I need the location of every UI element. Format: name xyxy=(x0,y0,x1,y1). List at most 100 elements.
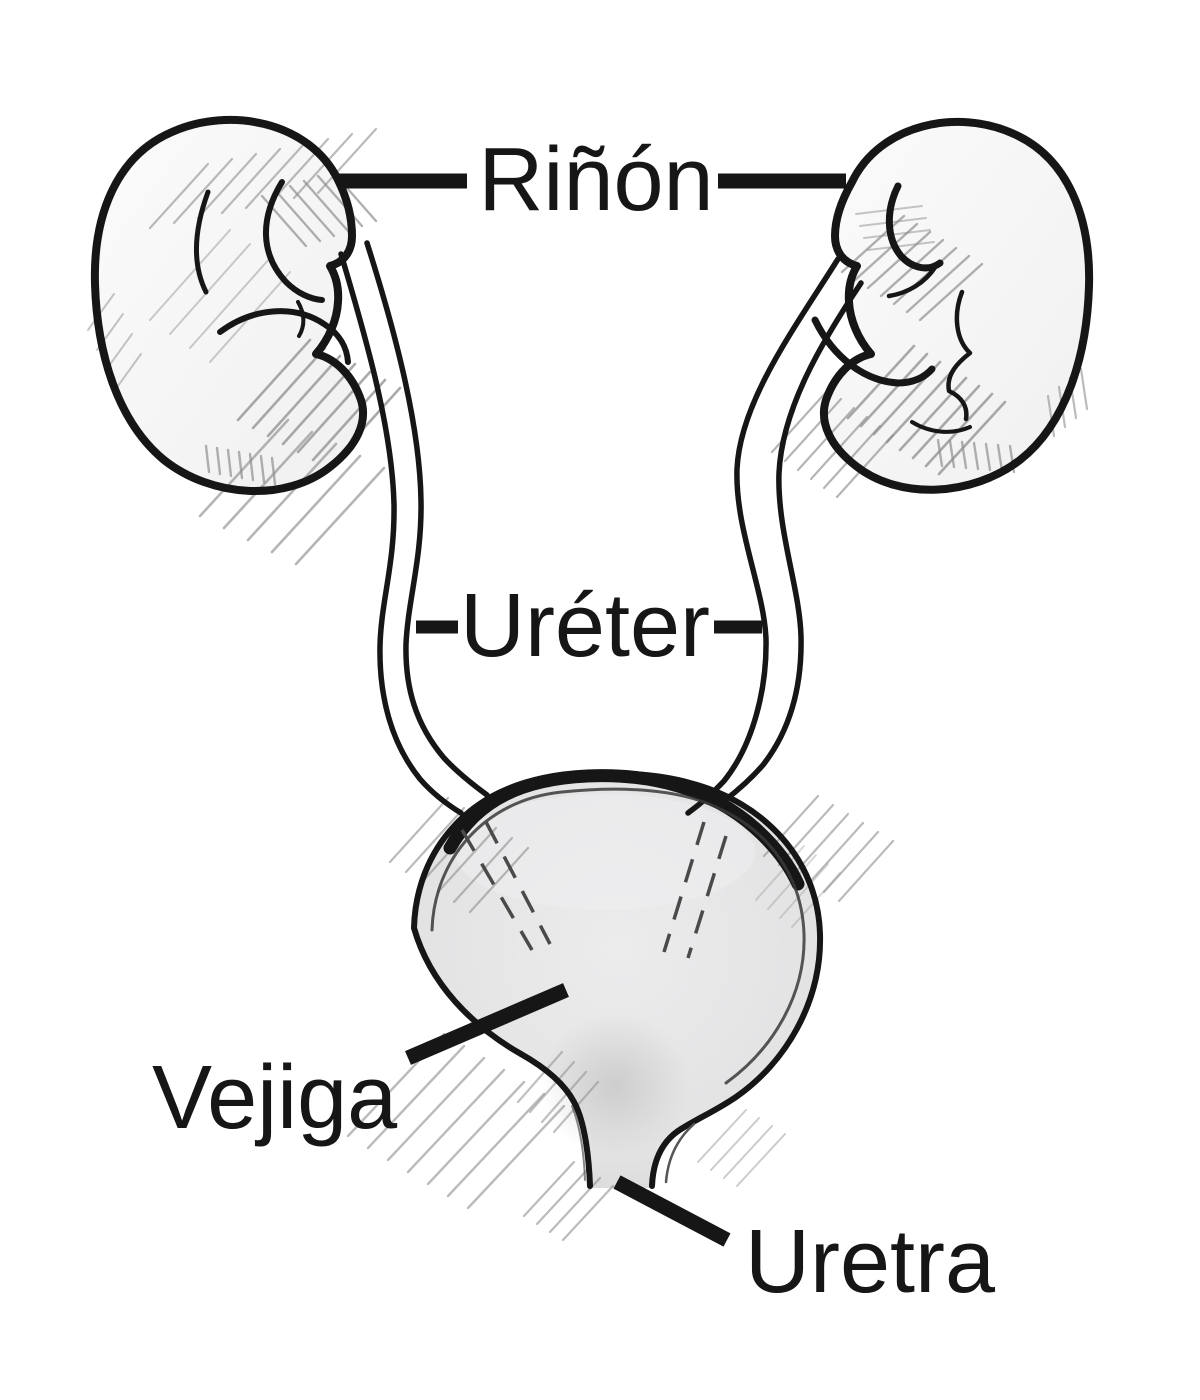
pencil-hatch-stroke xyxy=(148,162,210,230)
pencil-hatch-stroke xyxy=(936,438,944,468)
right-kidney-pelvis-hook xyxy=(885,182,944,272)
pencil-hatch-stroke xyxy=(237,450,244,480)
pencil-hatch-stroke xyxy=(244,142,306,210)
pencil-hatch-stroke xyxy=(996,443,1004,473)
pencil-hatch-stroke xyxy=(388,796,450,864)
pencil-hatch-stroke xyxy=(149,229,231,321)
urethra-label: Uretra xyxy=(745,1212,996,1312)
pencil-hatch-stroke xyxy=(723,1125,773,1179)
left-ureter-dashed-continuation-2 xyxy=(484,821,552,945)
pencil-hatch-stroke xyxy=(918,262,984,322)
right-kidney-lower-lobe-line xyxy=(811,316,936,387)
pencil-hatch-stroke xyxy=(859,352,929,428)
left-kidney-detail-line xyxy=(296,300,306,338)
urethra-right-wall xyxy=(649,1128,681,1189)
bladder-leader xyxy=(405,983,569,1065)
pencil-hatch-stroke xyxy=(274,189,322,243)
pencil-hatch-stroke xyxy=(867,241,935,251)
pencil-hatch-stroke xyxy=(783,397,843,463)
pencil-hatch-stroke xyxy=(516,1050,564,1104)
urethra-left-wall xyxy=(518,1051,593,1189)
left-ureter-outer-line xyxy=(338,251,464,816)
pencil-hatch-stroke xyxy=(189,257,271,349)
pencil-hatch-stroke xyxy=(446,1092,546,1198)
pencil-hatch-stroke xyxy=(246,442,338,542)
pencil-hatch-stroke xyxy=(226,448,233,478)
pencil-hatch-stroke xyxy=(796,406,856,472)
pencil-hatch-stroke xyxy=(288,184,336,238)
bladder-inner-wall xyxy=(430,787,806,1085)
pencil-hatch-stroke xyxy=(292,132,354,200)
pencil-hatch-stroke xyxy=(236,338,312,422)
right-kidney-calyx-squiggle xyxy=(946,289,973,422)
right-ureter xyxy=(685,256,864,816)
pencil-hatch-stroke xyxy=(87,293,115,331)
annotation-layer: Riñón Uréter Vejiga Uretra xyxy=(152,130,996,1312)
pencil-hatch-stroke xyxy=(281,362,357,446)
pencil-hatch-stroke xyxy=(436,826,498,894)
pencil-hatch-stroke xyxy=(807,821,865,885)
left-ureter xyxy=(338,240,490,816)
bladder-top-rim xyxy=(443,769,805,891)
pencil-hatch-stroke xyxy=(426,1080,526,1186)
pencil-hatch-stroke xyxy=(366,1044,466,1150)
pencil-hatch-stroke xyxy=(114,353,142,391)
pencil-hatch-stroke xyxy=(697,1109,747,1163)
pencil-hatch-stroke xyxy=(248,452,255,482)
pencil-hatch-stroke xyxy=(972,441,980,471)
pencil-hatch-stroke xyxy=(863,229,931,239)
right-ureter-outer-line xyxy=(721,280,864,804)
left-kidney-inner-crescent xyxy=(193,189,211,295)
ureter-label: Uréter xyxy=(460,576,710,676)
pencil-hatch-stroke xyxy=(835,433,895,499)
pencil-hatch-stroke xyxy=(1079,367,1089,411)
pencil-hatch-stroke xyxy=(270,456,277,486)
pencil-hatch-stroke xyxy=(386,1056,486,1162)
pencil-hatch-stroke xyxy=(266,354,342,438)
pencil-hatch-stroke xyxy=(561,1184,615,1242)
pencil-hatch-stroke xyxy=(172,157,234,225)
pencil-hatch-stroke xyxy=(911,384,981,460)
pencil-hatch-stroke xyxy=(222,430,314,530)
pencil-hatch-stroke xyxy=(779,863,829,919)
pencil-hatch-stroke xyxy=(822,424,882,490)
hatch-layer xyxy=(87,127,1089,1242)
pencil-hatch-stroke xyxy=(898,376,968,452)
urethra-left-wall-inner xyxy=(571,1105,586,1181)
left-kidney-calyx-line xyxy=(263,179,325,303)
pencil-hatch-stroke xyxy=(404,806,466,874)
pencil-hatch-stroke xyxy=(204,444,211,474)
pencil-hatch-stroke xyxy=(316,127,378,195)
pencil-hatch-stroke xyxy=(866,230,932,290)
pencil-hatch-stroke xyxy=(251,346,327,430)
left-kidney-pelvis-line xyxy=(217,308,351,365)
pencil-hatch-stroke xyxy=(540,1070,588,1124)
urethra-right-wall-outer xyxy=(664,1122,696,1184)
right-ureter-dashed-continuation-2 xyxy=(686,835,728,959)
left-ureter-inner-line xyxy=(364,240,490,798)
pencil-hatch-stroke xyxy=(270,454,362,554)
bladder-label: Vejiga xyxy=(152,1048,398,1148)
pencil-hatch-stroke xyxy=(466,1104,566,1210)
pencil-hatch-stroke xyxy=(198,418,290,518)
pencil-hatch-stroke xyxy=(452,836,514,904)
pencil-hatch-stroke xyxy=(522,1160,576,1218)
right-ureter-inner-line xyxy=(685,256,841,816)
kidney-label: Riñón xyxy=(478,130,713,230)
right-ureter-dashed-continuation xyxy=(662,821,706,953)
pencil-hatch-stroke xyxy=(169,243,251,335)
pencil-hatch-stroke xyxy=(528,1060,576,1114)
pencil-hatch-stroke xyxy=(837,839,895,903)
pencil-hatch-stroke xyxy=(468,846,530,914)
pencil-hatch-stroke xyxy=(892,246,958,306)
left-kidney-outline xyxy=(90,116,368,495)
pencil-hatch-stroke xyxy=(535,1168,589,1226)
bladder-highlight xyxy=(455,794,755,910)
pencil-hatch-stroke xyxy=(710,1117,760,1171)
pencil-hatch-stroke xyxy=(406,1068,506,1174)
pencil-hatch-stroke xyxy=(937,400,1007,476)
pencil-hatch-stroke xyxy=(984,442,992,472)
pencil-hatch-stroke xyxy=(302,179,350,233)
